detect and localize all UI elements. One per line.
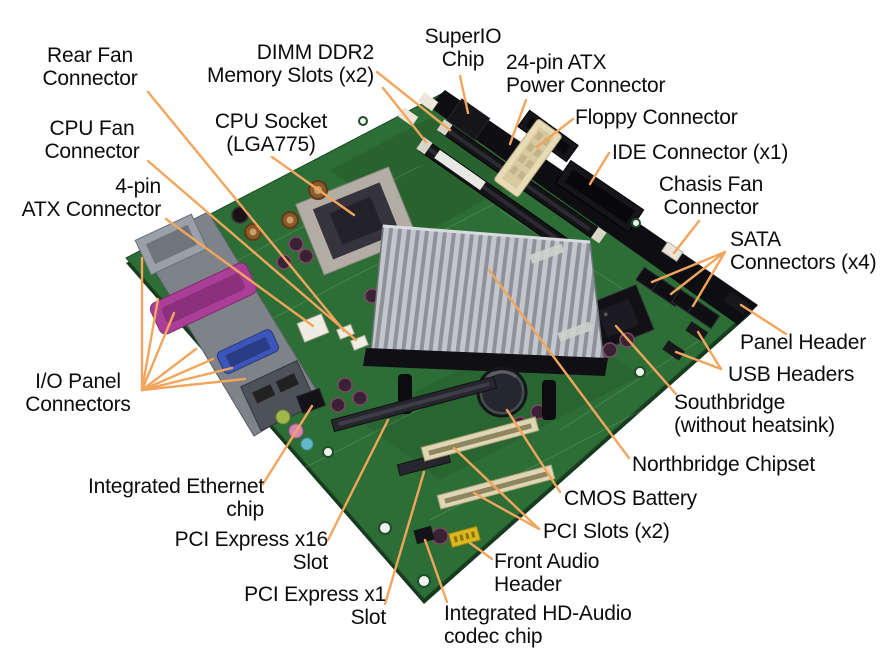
right-edge-connectors xyxy=(581,241,751,361)
pcie-x16-part xyxy=(330,375,498,433)
label-chassis-fan-connector: Chasis Fan Connector xyxy=(658,173,764,219)
audio-jack-green xyxy=(275,409,291,425)
label-panel-header: Panel Header xyxy=(740,331,867,354)
ide-connector-part xyxy=(554,159,645,233)
label-sata-connectors: SATA Connectors (x4) xyxy=(730,228,877,274)
chassis-fan-part xyxy=(661,241,684,262)
usb-header-parts xyxy=(662,321,709,361)
label-cmos-battery: CMOS Battery xyxy=(564,487,697,510)
label-dimm-ddr2-slots: DIMM DDR2 Memory Slots (x2) xyxy=(207,41,374,87)
rear-port-metal xyxy=(134,213,209,276)
label-southbridge: Southbridge (without heatsink) xyxy=(674,391,835,437)
label-ide-connector: IDE Connector (x1) xyxy=(612,141,789,164)
label-pci-slots: PCI Slots (x2) xyxy=(543,520,670,543)
label-northbridge-chipset: Northbridge Chipset xyxy=(632,453,815,476)
front-audio-part xyxy=(448,525,481,548)
label-ethernet-chip: Integrated Ethernet chip xyxy=(88,475,264,521)
silkscreen-and-holes xyxy=(322,116,646,588)
label-front-audio-header: Front Audio Header xyxy=(494,550,600,596)
northbridge-heatsink xyxy=(363,224,608,420)
label-rear-fan-connector: Rear Fan Connector xyxy=(42,44,138,90)
label-superio-chip: SuperIO Chip xyxy=(424,25,502,71)
cmos-battery-part xyxy=(476,366,528,418)
label-atx-24pin-power: 24-pin ATX Power Connector xyxy=(506,51,666,97)
label-cpu-fan-connector: CPU Fan Connector xyxy=(44,117,140,163)
label-usb-headers: USB Headers xyxy=(728,363,855,386)
label-atx-4pin-connector: 4-pin ATX Connector xyxy=(21,175,162,221)
label-floppy-connector: Floppy Connector xyxy=(575,106,738,129)
label-cpu-socket: CPU Socket (LGA775) xyxy=(214,110,328,156)
audio-jack-blue xyxy=(300,437,314,451)
superio-chip-part xyxy=(446,98,491,141)
vga-port xyxy=(216,329,280,374)
label-io-panel-connectors: I/O Panel Connectors xyxy=(25,370,131,416)
leader-lines xyxy=(140,70,788,606)
hd-audio-codec-part xyxy=(413,525,435,545)
panel-header-part xyxy=(723,291,751,315)
label-hd-audio-codec: Integrated HD-Audio codec chip xyxy=(444,602,632,648)
label-pcie-x1-slot: PCI Express x1 Slot xyxy=(244,583,386,629)
label-pcie-x16-slot: PCI Express x16 Slot xyxy=(174,528,329,574)
small-chips xyxy=(296,387,481,548)
ethernet-chip-part xyxy=(296,387,326,415)
usb-lan-stack xyxy=(240,360,318,432)
